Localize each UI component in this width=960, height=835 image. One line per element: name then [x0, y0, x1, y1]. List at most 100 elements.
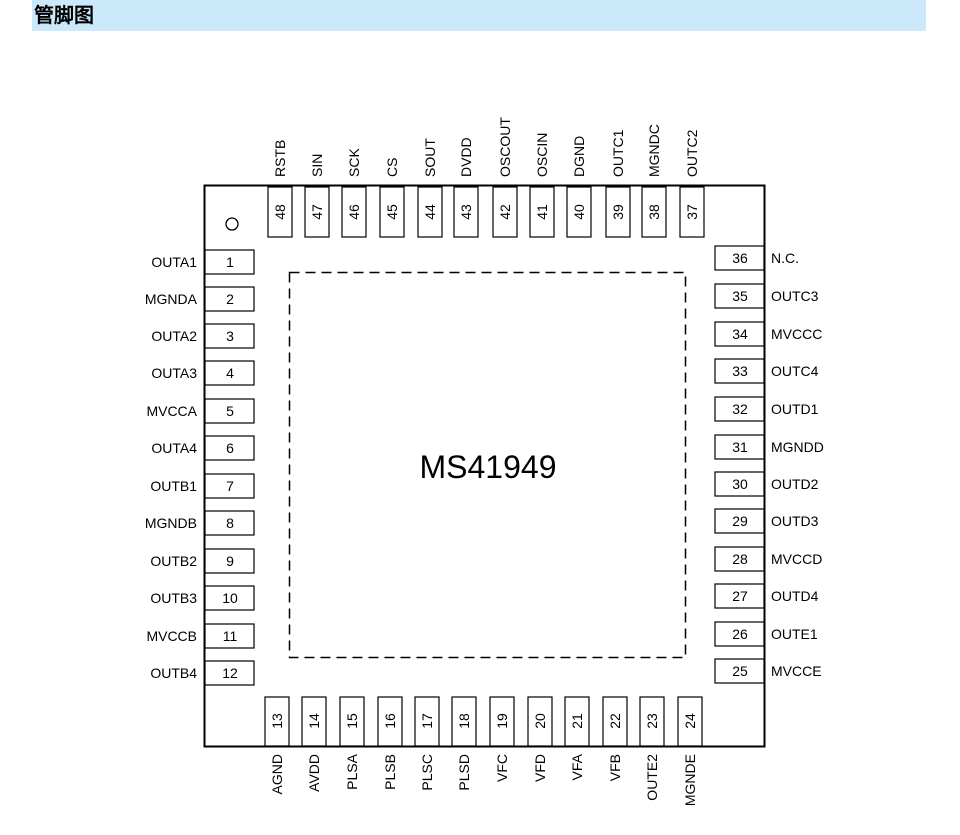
pin-number-37: 37: [684, 204, 700, 220]
pin-box-24: [677, 696, 703, 747]
pin-box-8: [204, 510, 255, 536]
pin-number-15: 15: [344, 713, 360, 729]
pin-box-34: [714, 321, 765, 347]
section-title: 管脚图: [34, 3, 94, 27]
pin-label-6: OUTA4: [151, 440, 197, 456]
pin-label-2: MGNDA: [145, 291, 198, 307]
pin-box-10: [204, 585, 255, 611]
pin-box-12: [204, 660, 255, 686]
pin-number-36: 36: [732, 250, 748, 266]
pin-number-45: 45: [384, 204, 400, 220]
pin-box-16: [377, 696, 403, 747]
pin-number-8: 8: [226, 515, 234, 531]
pin-box-33: [714, 358, 765, 384]
pin-number-1: 1: [226, 254, 234, 270]
pin-number-24: 24: [682, 713, 698, 729]
pin-box-20: [527, 696, 553, 747]
pin-box-25: [714, 658, 765, 684]
pin-box-17: [414, 696, 440, 747]
pin-box-23: [639, 696, 665, 747]
pin-number-13: 13: [269, 713, 285, 729]
pin-number-18: 18: [456, 713, 472, 729]
pin-box-35: [714, 283, 765, 309]
pin-number-27: 27: [732, 588, 748, 604]
pin-number-33: 33: [732, 363, 748, 379]
pin-number-34: 34: [732, 326, 748, 342]
pin-number-35: 35: [732, 288, 748, 304]
pin-number-16: 16: [382, 713, 398, 729]
pin-box-42: [492, 186, 518, 238]
pin-label-46: SCK: [346, 148, 362, 177]
pin-label-22: VFB: [607, 754, 623, 781]
pin-number-31: 31: [732, 439, 748, 455]
pin-box-19: [489, 696, 515, 747]
pin-number-30: 30: [732, 476, 748, 492]
pin-label-24: MGNDE: [682, 754, 698, 806]
pin-number-26: 26: [732, 626, 748, 642]
pin-box-9: [204, 548, 255, 574]
pin-box-3: [204, 323, 255, 349]
pin-number-10: 10: [222, 590, 238, 606]
package-outline: [203, 184, 766, 748]
pin-box-31: [714, 434, 765, 460]
exposed-pad: [288, 271, 687, 659]
pin-number-12: 12: [222, 665, 238, 681]
pin-box-7: [204, 473, 255, 499]
pin-box-43: [453, 186, 479, 238]
pin-label-19: VFC: [494, 754, 510, 782]
pin-box-29: [714, 508, 765, 534]
pin-label-9: OUTB2: [150, 553, 197, 569]
pin-label-25: MVCCE: [771, 663, 822, 679]
pin-number-46: 46: [346, 204, 362, 220]
chip-name: MS41949: [420, 449, 557, 485]
pin-label-31: MGNDD: [771, 439, 824, 455]
pin-number-21: 21: [569, 713, 585, 729]
pin-label-18: PLSD: [456, 754, 472, 791]
pin-number-38: 38: [646, 204, 662, 220]
pin-label-29: OUTD3: [771, 513, 819, 529]
pin-number-6: 6: [226, 440, 234, 456]
pin-box-2: [204, 286, 255, 312]
pin-label-16: PLSB: [382, 754, 398, 790]
pin-box-28: [714, 546, 765, 572]
pin-number-29: 29: [732, 513, 748, 529]
pin-label-12: OUTB4: [150, 665, 197, 681]
pin-box-41: [529, 186, 555, 238]
pin-number-25: 25: [732, 663, 748, 679]
pin-number-19: 19: [494, 713, 510, 729]
pin1-marker-icon: [225, 217, 239, 231]
pin-label-1: OUTA1: [151, 254, 197, 270]
pin-label-32: OUTD1: [771, 401, 819, 417]
pin-box-26: [714, 621, 765, 647]
pin-number-23: 23: [644, 713, 660, 729]
pin-label-7: OUTB1: [150, 478, 197, 494]
pin-label-30: OUTD2: [771, 476, 819, 492]
pin-box-46: [341, 186, 367, 238]
pin-number-22: 22: [607, 713, 623, 729]
pin-label-36: N.C.: [771, 250, 799, 266]
pin-label-10: OUTB3: [150, 590, 197, 606]
pin-number-7: 7: [226, 478, 234, 494]
pin-box-1: [204, 249, 255, 275]
pin-number-43: 43: [458, 204, 474, 220]
pin-label-40: DGND: [571, 136, 587, 177]
pin-number-39: 39: [610, 204, 626, 220]
pin-label-45: CS: [384, 158, 400, 177]
pin-box-4: [204, 360, 255, 386]
pin-label-34: MVCCC: [771, 326, 822, 342]
pin-box-18: [451, 696, 477, 747]
pin-label-4: OUTA3: [151, 365, 197, 381]
pin-label-41: OSCIN: [534, 133, 550, 177]
pin-number-20: 20: [532, 713, 548, 729]
pin-number-44: 44: [422, 204, 438, 220]
pin-box-27: [714, 583, 765, 609]
pin-number-14: 14: [306, 713, 322, 729]
pin-label-26: OUTE1: [771, 626, 818, 642]
pin-label-17: PLSC: [419, 754, 435, 791]
pin-box-21: [564, 696, 590, 747]
pin-label-23: OUTE2: [644, 754, 660, 801]
pin-label-13: AGND: [269, 754, 285, 794]
pin-box-30: [714, 471, 765, 497]
pin-number-9: 9: [226, 553, 234, 569]
pin-number-40: 40: [571, 204, 587, 220]
